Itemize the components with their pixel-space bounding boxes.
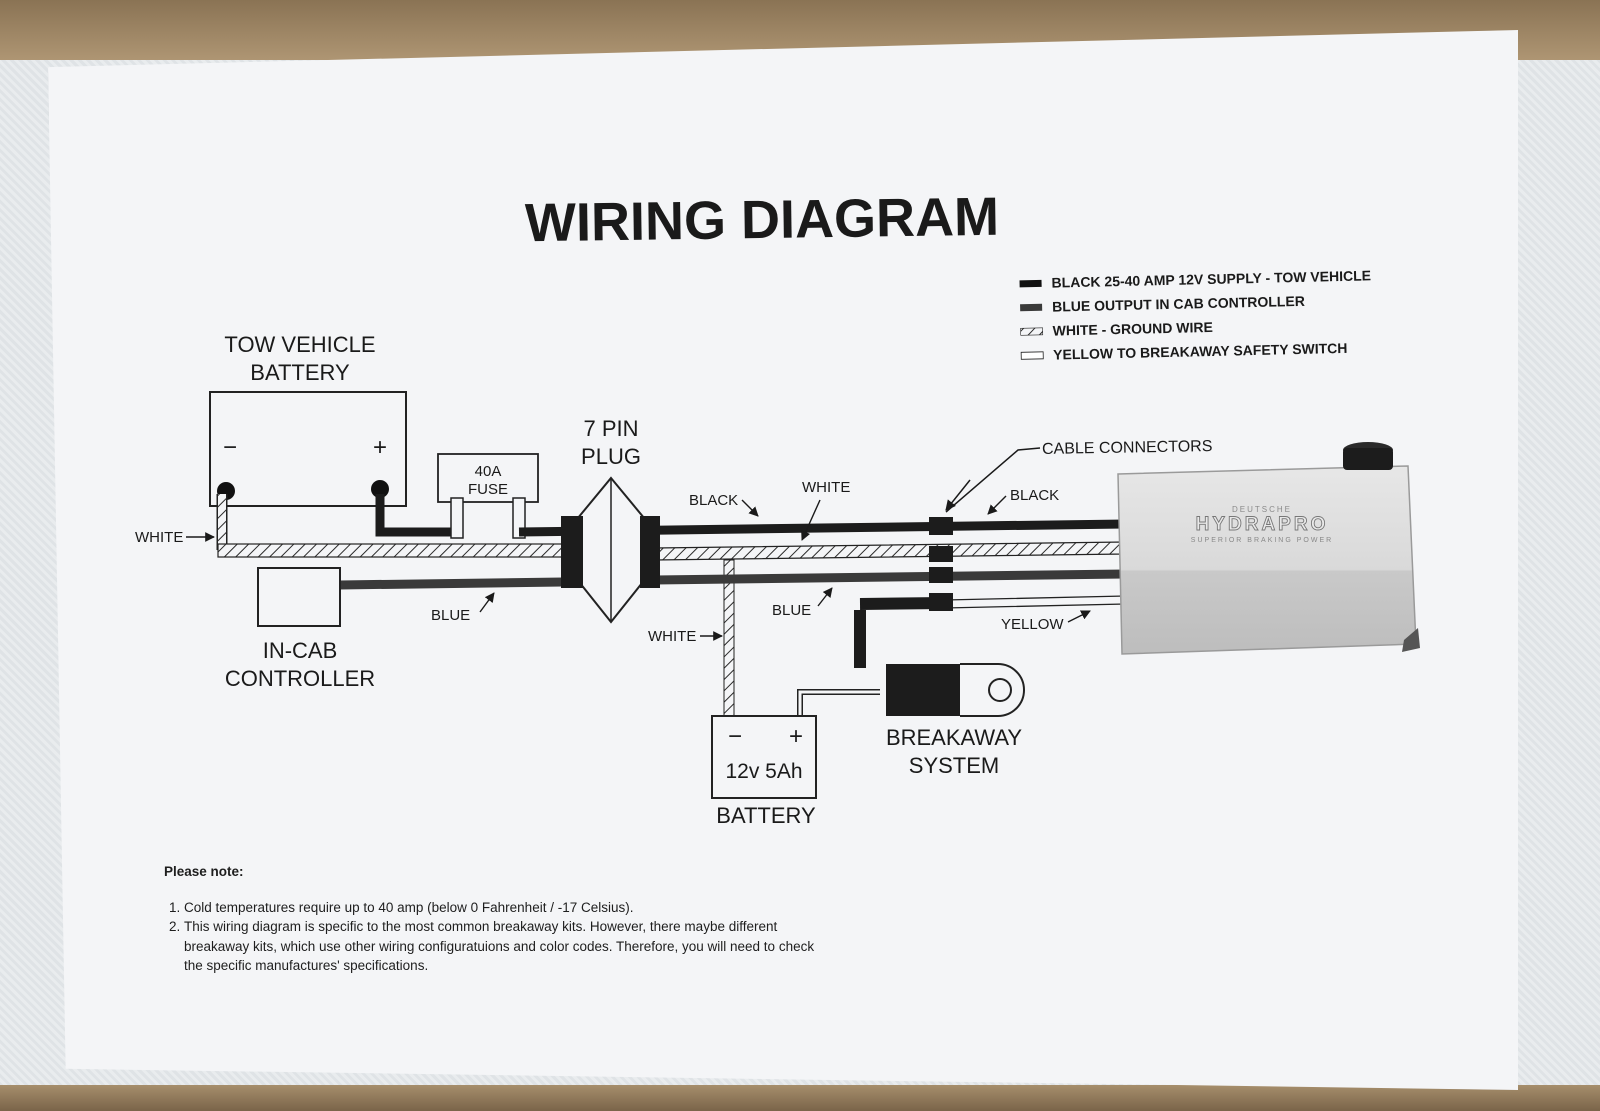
controller-box (257, 567, 341, 627)
cable-connectors-label: CABLE CONNECTORS (1042, 438, 1213, 458)
plug-left-clamp (561, 516, 583, 588)
fuse: 40A FUSE (437, 453, 539, 503)
tow-battery-label-2: BATTERY (250, 360, 350, 385)
legend-swatch-hatched (1020, 327, 1044, 336)
white-wire-left (217, 543, 564, 558)
controller-label-1: IN-CAB (263, 638, 338, 663)
small-battery-rating: 12v 5Ah (725, 760, 802, 783)
plug-label-2: PLUG (581, 444, 641, 469)
hydrapro-logo: HYDRAPRO (1196, 514, 1329, 535)
breakaway-system: BREAKAWAY SYSTEM (886, 663, 1025, 778)
plug-right-clamp (640, 516, 660, 588)
connector-white (929, 546, 953, 562)
in-cab-controller: IN-CAB CONTROLLER (225, 567, 375, 691)
small-battery-label: BATTERY (716, 803, 816, 828)
breakaway-label-2: SYSTEM (909, 753, 999, 778)
notes-heading: Please note: (164, 864, 244, 879)
legend-item-yellow: YELLOW TO BREAKAWAY SAFETY SWITCH (1053, 340, 1348, 363)
cable-connectors-pointer (945, 447, 1041, 513)
hydrapro-unit: DEUTSCHE HYDRAPRO SUPERIOR BRAKING POWER (1117, 442, 1420, 655)
breakaway-label-1: BREAKAWAY (886, 725, 1022, 750)
breakaway-ring-hole (988, 678, 1012, 702)
legend-item-blue: BLUE OUTPUT IN CAB CONTROLLER (1052, 293, 1305, 315)
blue-wire-left (339, 577, 564, 590)
label-white-left: WHITE (135, 529, 183, 546)
fuse-leg-left (450, 497, 464, 539)
yellow-wire-right (944, 595, 1126, 609)
connector-blue (929, 567, 953, 583)
breakaway-switch-body (886, 664, 978, 716)
legend-item-white: WHITE - GROUND WIRE (1052, 319, 1213, 339)
hydrapro-cap (1343, 448, 1393, 470)
hydrapro-tank (1117, 465, 1417, 655)
white-wire-right (654, 541, 1126, 561)
tow-battery-label-1: TOW VEHICLE (224, 332, 375, 357)
tow-vehicle-battery: TOW VEHICLE BATTERY − + (209, 332, 407, 507)
tow-battery-positive-terminal (371, 480, 389, 498)
fuse-label-2: FUSE (468, 481, 508, 498)
small-battery-plus: + (789, 723, 803, 750)
black-wire-battery-to-fuse (375, 494, 455, 537)
connector-black (929, 517, 953, 535)
seven-pin-plug: 7 PIN PLUG (561, 416, 660, 624)
blue-wire-right (654, 569, 1126, 585)
legend-item-black: BLACK 25-40 AMP 12V SUPPLY - TOW VEHICLE (1051, 267, 1371, 290)
tow-battery-minus: − (223, 434, 237, 461)
notes-list: Cold temperatures require up to 40 amp (… (164, 898, 824, 976)
fuse-label-1: 40A (475, 463, 502, 480)
yellow-wire-to-battery (798, 690, 880, 716)
cable-connectors: CABLE CONNECTORS (929, 438, 1213, 611)
plug-label-1: 7 PIN (583, 416, 638, 441)
hydrapro-small-text: DEUTSCHE (1232, 505, 1292, 514)
note-item: Cold temperatures require up to 40 amp (… (184, 898, 824, 918)
tow-battery-plus: + (373, 434, 387, 461)
legend: BLACK 25-40 AMP 12V SUPPLY - TOW VEHICLE… (1019, 267, 1371, 363)
note-item: This wiring diagram is specific to the m… (184, 917, 824, 976)
label-black-right: BLACK (1010, 487, 1059, 504)
legend-swatch-black (1019, 279, 1042, 288)
legend-swatch-blue (1020, 303, 1043, 312)
label-white-down: WHITE (648, 628, 696, 645)
small-battery-box (711, 715, 817, 799)
cardboard-box-bottom (0, 1085, 1600, 1111)
controller-label-2: CONTROLLER (225, 666, 375, 691)
hydrapro-tagline: SUPERIOR BRAKING POWER (1191, 537, 1333, 544)
page-title: WIRING DIAGRAM (525, 187, 1000, 254)
label-white-mid: WHITE (802, 479, 850, 496)
label-black-mid: BLACK (689, 492, 738, 509)
legend-swatch-outline (1020, 351, 1044, 360)
label-blue-left: BLUE (431, 607, 470, 624)
notes-section: Please note: Cold temperatures require u… (164, 862, 824, 976)
connector-yellow (929, 593, 953, 611)
small-battery-minus: − (728, 723, 742, 750)
breakaway-battery: − + 12v 5Ah BATTERY (711, 715, 817, 828)
label-yellow: YELLOW (1001, 616, 1064, 633)
fuse-box (437, 453, 539, 503)
label-blue-mid: BLUE (772, 602, 811, 619)
yellow-wire-to-battery-outline (797, 689, 880, 716)
